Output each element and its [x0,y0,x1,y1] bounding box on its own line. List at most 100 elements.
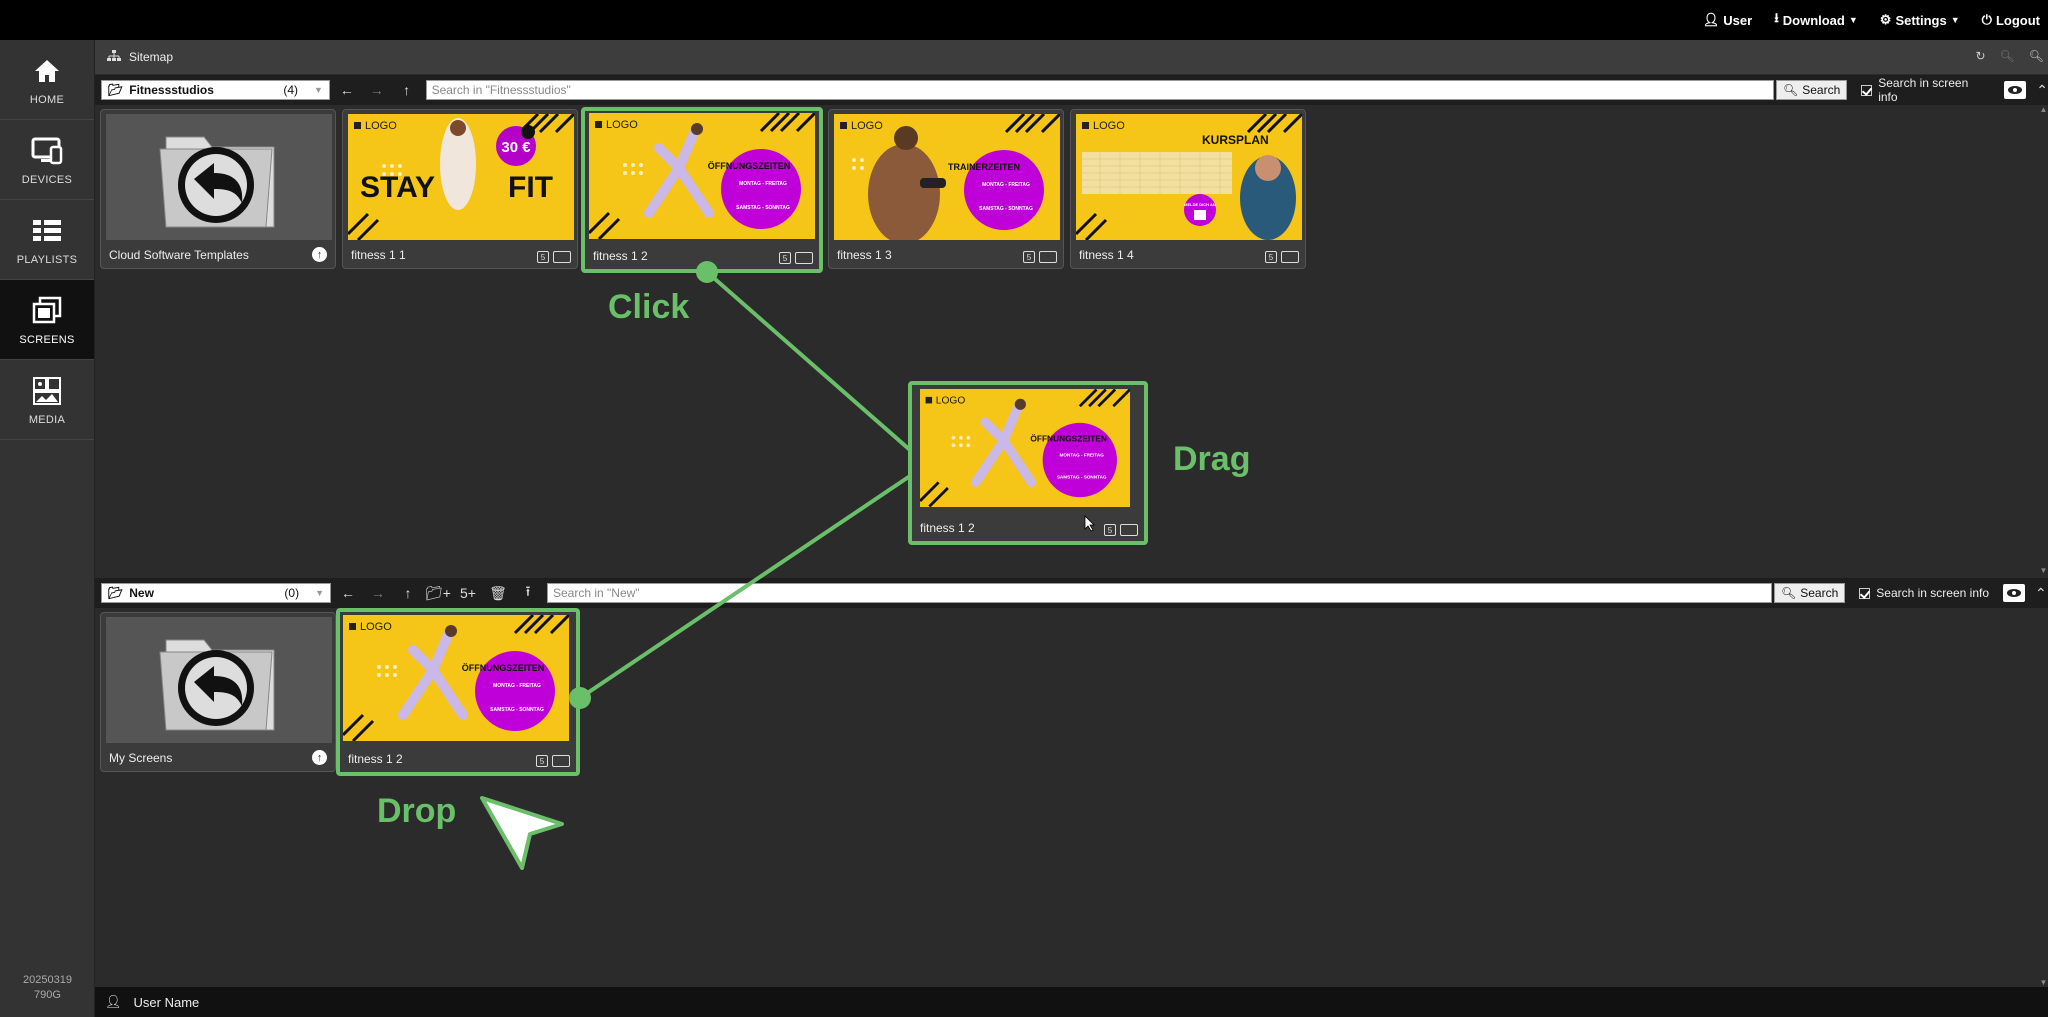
bottom-pane-scrollbar[interactable]: ▼ [2039,608,2048,987]
upload-icon: ⭱ [525,583,531,599]
price-text: 30 € [501,139,531,156]
sidebar-item-home[interactable]: HOME [0,40,94,120]
sidebar-item-label: HOME [29,93,65,106]
folder-select[interactable]: 📂︎ Fitnessstudios (4) ▼ [101,80,330,100]
refresh-icon[interactable]: ↻ [1975,49,1986,63]
card-caption: fitness 1 2 [348,752,403,766]
top-pane-scrollbar[interactable]: ▲▼ [2039,105,2048,575]
folder-count: (4) [283,83,299,97]
forward-button[interactable]: → [364,80,390,100]
checkbox[interactable] [1861,84,1873,96]
sidebar-item-label: PLAYLISTS [16,253,78,266]
html5-icon: 5 [536,755,548,767]
sidebar-item-screens[interactable]: SCREENS [0,280,94,360]
screen-card[interactable]: LOGO 30 € STAY FIT fitness 1 1 5 [342,109,578,269]
search-in-screen-info[interactable]: Search in screen info [1861,76,1990,104]
headline: ÖFFNUNGSZEITEN [708,161,791,171]
search-in-screen-info-label: Search in screen info [1876,586,1989,600]
chevron-up-icon[interactable]: ⌃ [2035,584,2047,601]
new-html5-button[interactable]: 5+ [455,583,481,603]
bottom-toolbar: 📂︎ New (0) ▼ ← → ↑ 📁︎+ 5+ 🗑︎ ⭱ Search in… [95,578,2048,608]
chevron-up-icon[interactable]: ⌃ [2036,81,2048,98]
caret-down-icon: ▼ [1848,15,1858,25]
sidebar-item-playlists[interactable]: PLAYLISTS [0,200,94,280]
back-button[interactable]: ← [335,583,361,603]
checkbox[interactable] [1859,587,1871,599]
screen-layout-icon [552,755,570,767]
headline: KURSPLAN [1202,133,1269,147]
logout-button[interactable]: ⏻Logout [1982,12,2040,28]
sidebar: HOME DEVICES PLAYLISTS SCREENS MEDIA 202… [0,40,95,1017]
screen-card[interactable]: LOGO KURSPLAN MELDE DICH AN fitness 1 4 … [1070,109,1306,269]
card-badges: 5 [1104,524,1138,536]
back-button[interactable]: ← [334,80,360,100]
home-icon [30,54,64,88]
zoom-in-icon[interactable]: 🔍︎ [1999,49,2015,63]
eye-icon[interactable] [2004,81,2027,99]
zoom-out-icon[interactable]: 🔍︎ [2028,49,2044,63]
logo-text: LOGO [1093,120,1125,132]
folder-select[interactable]: 📂︎ New (0) ▼ [101,583,331,603]
search-input[interactable]: Search in "New" [547,583,1772,603]
top-toolbar: 📂︎ Fitnessstudios (4) ▼ ← → ↑ Search in … [95,75,2048,105]
dragged-card[interactable]: LOGO ÖFFNUNGSZEITEN MONTAG - FREITAG SAM… [908,381,1148,545]
download-icon: ⭳ [1774,10,1779,25]
screen-layout-icon [795,252,813,264]
arrow-right-icon: → [371,585,385,601]
search-button[interactable]: 🔍︎Search [1776,80,1848,100]
card-badges: 5 [1023,251,1057,263]
screen-card[interactable]: LOGO TRAINERZEITEN MONTAG - FREITAG SAMS… [828,109,1064,269]
footer-user-name: User Name [133,994,200,1010]
up-button[interactable]: ↑ [395,583,421,603]
screen-card-selected[interactable]: LOGO ÖFFNUNGSZEITEN MONTAG - FREITAG SAM… [581,107,823,273]
folder-back-card[interactable]: Cloud Software Templates ↑ [100,109,336,269]
up-button[interactable]: ↑ [394,80,420,100]
headline: ÖFFNUNGSZEITEN [462,663,545,673]
line1: MONTAG - FREITAG [982,182,1030,188]
screen-thumbnail: LOGO KURSPLAN MELDE DICH AN [1076,114,1302,240]
forward-button[interactable]: → [365,583,391,603]
search-placeholder: Search in "Fitnessstudios" [431,83,571,97]
upload-button[interactable]: ⭱ [515,583,541,603]
trash-icon: 🗑︎ [489,584,507,601]
version-date: 20250319 [23,974,72,986]
search-button[interactable]: 🔍︎Search [1774,583,1846,603]
arrow-up-icon: ↑ [403,82,411,98]
headline: ÖFFNUNGSZEITEN [1030,433,1107,443]
arrow-up-circle-icon[interactable]: ↑ [312,750,327,765]
arrow-right-icon: → [369,82,384,98]
sidebar-item-media[interactable]: MEDIA [0,360,94,440]
card-badges: 5 [779,252,813,264]
html5-icon: 5 [537,251,549,263]
line1: MONTAG - FREITAG [1060,452,1105,457]
search-in-screen-info[interactable]: Search in screen info [1859,586,1989,600]
dropped-card[interactable]: LOGO ÖFFNUNGSZEITEN MONTAG - FREITAG SAM… [336,608,580,776]
media-icon [30,374,64,408]
settings-menu[interactable]: ⚙Settings▼ [1880,12,1960,28]
folder-back-card[interactable]: My Screens ↑ [100,612,336,772]
sitemap-label[interactable]: Sitemap [129,50,174,64]
arrow-up-circle-icon[interactable]: ↑ [312,247,327,262]
delete-button[interactable]: 🗑︎ [485,583,511,603]
card-caption: fitness 1 4 [1079,248,1134,262]
screen-layout-icon [553,251,571,263]
download-menu[interactable]: ⭳Download▼ [1774,9,1858,31]
user-label: User [1723,12,1753,28]
headline-right: FIT [508,171,553,204]
folder-back-thumbnail [106,617,332,743]
line2: SAMSTAG - SONNTAG [1057,475,1107,480]
search-input[interactable]: Search in "Fitnessstudios" [425,80,1774,100]
card-caption: Cloud Software Templates [109,248,249,262]
top-menu: 👤︎User ⭳Download▼ ⚙Settings▼ ⏻Logout [1703,0,2048,40]
user-menu[interactable]: 👤︎User [1703,12,1752,28]
html5-plus-icon: 5+ [460,585,476,601]
sidebar-item-label: MEDIA [28,413,66,426]
line2: SAMSTAG - SONNTAG [490,707,544,713]
sidebar-item-devices[interactable]: DEVICES [0,120,94,200]
html5-icon: 5 [1104,524,1116,536]
eye-icon[interactable] [2003,584,2025,602]
screens-icon [30,294,64,328]
new-folder-button[interactable]: 📁︎+ [425,583,451,603]
headline: TRAINERZEITEN [948,162,1020,172]
html5-icon: 5 [779,252,791,264]
